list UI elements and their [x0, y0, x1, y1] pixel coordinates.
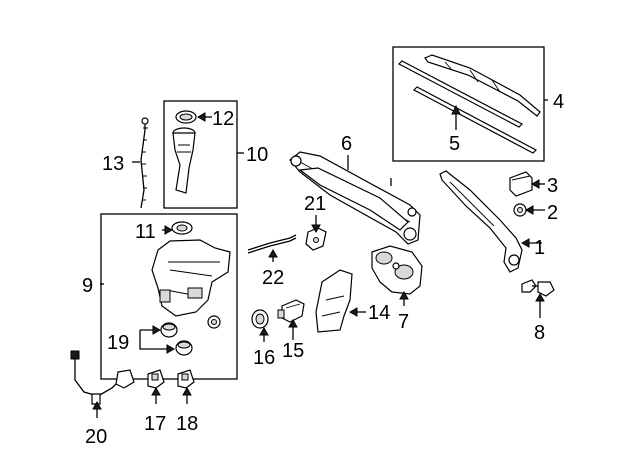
linkage-bracket[interactable] — [305, 227, 327, 251]
cowl-cover-panel[interactable] — [315, 269, 353, 333]
callout-8: 8 — [534, 322, 545, 344]
reservoir-grommet[interactable] — [207, 315, 221, 329]
pump-grommet-lower[interactable] — [175, 340, 193, 356]
callout-4: 4 — [553, 91, 564, 113]
callout-2: 2 — [547, 202, 558, 224]
wiring-harness[interactable] — [70, 350, 135, 405]
pump-connector[interactable] — [147, 369, 165, 389]
reservoir-group-box — [100, 213, 238, 380]
washer-hose[interactable] — [140, 117, 149, 209]
callout-17: 17 — [144, 413, 166, 435]
filler-neck-group-box — [163, 100, 238, 209]
pump-grommet-upper[interactable] — [160, 322, 178, 338]
callout-5: 5 — [449, 133, 460, 155]
wiper-linkage[interactable] — [289, 151, 421, 245]
callout-19: 19 — [107, 332, 129, 354]
callout-13: 13 — [102, 153, 124, 175]
wiper-motor[interactable] — [371, 245, 423, 295]
callout-7: 7 — [398, 311, 409, 333]
callout-3: 3 — [547, 175, 558, 197]
wiper-connector[interactable] — [521, 279, 555, 297]
reservoir-cap-seal[interactable] — [171, 221, 193, 235]
wiper-blade-group-box — [392, 46, 545, 162]
filler-cap-seal[interactable] — [175, 110, 197, 124]
filler-neck[interactable] — [172, 127, 196, 194]
callout-10: 10 — [246, 144, 268, 166]
wiper-blade[interactable] — [397, 54, 541, 128]
callout-numbers: 1 2 3 4 5 6 7 8 9 10 11 12 13 14 15 16 1… — [82, 91, 564, 448]
callout-1: 1 — [534, 237, 545, 259]
arm-cap[interactable] — [509, 171, 533, 197]
washer-pump[interactable] — [277, 299, 305, 323]
callout-21: 21 — [304, 193, 326, 215]
callout-12: 12 — [212, 108, 234, 130]
arm-nut[interactable] — [513, 203, 527, 217]
washer-reservoir[interactable] — [151, 239, 231, 317]
callout-11: 11 — [135, 221, 156, 243]
callout-18: 18 — [176, 413, 198, 435]
callout-9: 9 — [82, 275, 93, 297]
callout-16: 16 — [253, 347, 275, 369]
callout-6: 6 — [341, 133, 352, 155]
callout-14: 14 — [368, 302, 390, 324]
callout-15: 15 — [282, 340, 304, 362]
washer-hose-segment[interactable] — [247, 234, 297, 254]
callout-22: 22 — [262, 267, 284, 289]
pump-grommet[interactable] — [251, 309, 269, 329]
level-sensor-connector[interactable] — [177, 369, 195, 389]
wiper-blade-refill[interactable] — [413, 86, 537, 154]
wiper-arm[interactable] — [439, 170, 523, 273]
callout-20: 20 — [85, 426, 107, 448]
arrowheads — [92, 104, 545, 410]
